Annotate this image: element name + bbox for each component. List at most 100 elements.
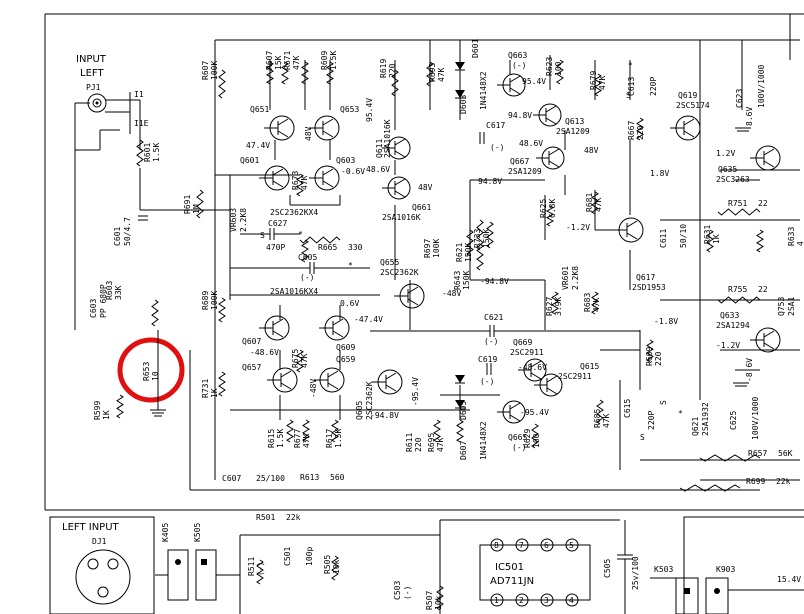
transistor-icon	[536, 146, 565, 170]
diode-part: 1N4148X2	[479, 421, 488, 460]
transistor-icon	[259, 165, 290, 191]
capacitor-value: 50/4.7	[123, 217, 132, 246]
transistor-part: 2SC2911	[558, 372, 592, 381]
pot-value: 2.2K8	[571, 266, 580, 290]
resistor-icon	[756, 229, 764, 253]
resistor-ref: R699	[746, 477, 765, 486]
transistor-label: Q603	[336, 156, 355, 165]
transistor-part: 2SA1294	[716, 321, 750, 330]
resistor-ref: R615	[267, 429, 276, 448]
ic-pin	[565, 538, 579, 552]
capacitor-label: C603	[89, 299, 98, 318]
ic-pin-number: 4	[569, 596, 574, 605]
transistor-label: Q655	[380, 258, 399, 267]
resistor-ref: R599	[93, 401, 102, 420]
capacitor-c605	[230, 262, 370, 274]
capacitor-label: C625	[729, 411, 738, 430]
transistor-part: 2SA1209	[508, 167, 542, 176]
ic-pin	[565, 593, 579, 607]
voltage-label: 48V	[418, 183, 433, 192]
voltage-label: 95.4V	[522, 77, 546, 86]
resistor-ref: R629	[523, 429, 532, 448]
resistor-icon	[476, 219, 484, 251]
transistor-icon	[750, 145, 781, 171]
voltage-label: -1.8V	[654, 317, 678, 326]
transistor-icon	[497, 73, 526, 97]
resistor-value: 47K	[437, 67, 446, 82]
transistor-icon	[259, 315, 290, 341]
resistor-icon	[706, 229, 714, 253]
capacitor-value: 220P	[647, 411, 656, 430]
transistor-label: Q659	[336, 355, 355, 364]
voltage-label: -95.4V	[411, 377, 420, 406]
transistor-label: Q619	[678, 91, 697, 100]
resistor-icon	[551, 291, 559, 315]
resistor-icon	[218, 69, 226, 99]
transistor-label: Q617	[636, 273, 655, 282]
capacitor-value: PP 680P	[99, 284, 108, 318]
resistor-ref: R691	[183, 195, 192, 214]
resistor-value: 47K	[302, 433, 311, 448]
transistor-part: 2SC2362K	[380, 268, 419, 277]
resistor-icon	[556, 59, 564, 85]
transistor-part: 2SD1953	[632, 283, 666, 292]
ic-pin	[490, 538, 504, 552]
capacitor-label: C617	[486, 121, 505, 130]
star-mark: *	[678, 409, 683, 418]
ground-symbol	[733, 382, 749, 387]
transistor-label: Q635	[718, 165, 737, 174]
resistor-ref: R623	[545, 57, 554, 76]
resistor-ref: R643	[453, 271, 462, 290]
transistor-label: Q661	[412, 203, 431, 212]
resistor-value: 47K	[602, 413, 611, 428]
capacitor-label: C607	[222, 474, 241, 483]
resistor-value: 1K	[712, 234, 721, 244]
capacitor-value: 25/100	[256, 474, 285, 483]
resistor-ref: R677	[293, 429, 302, 448]
capacitor-value: 100p	[305, 547, 314, 566]
capacitor-label: C605	[298, 253, 317, 262]
i1e-label: I1E	[134, 119, 149, 128]
resistor-ref: R673	[291, 171, 300, 190]
resistor-ref: R603	[105, 281, 114, 300]
voltage-label: 94.8V	[508, 111, 532, 120]
resistor-ref: R613	[300, 473, 319, 482]
ic-pin-number: 6	[544, 541, 549, 550]
resistor-value: 1.5K	[276, 429, 285, 448]
input-title-line1: INPUT	[76, 54, 107, 65]
transistor-label: Q605	[355, 401, 364, 420]
resistor-ref: R665	[318, 243, 337, 252]
resistor-icon	[426, 61, 434, 87]
star-mark: *	[298, 230, 303, 239]
transistor-icon	[309, 165, 340, 191]
resistor-value: 560	[330, 473, 345, 482]
transistor-label: Q633	[720, 311, 739, 320]
resistor-ref: R633	[787, 227, 796, 246]
capacitor-value: 50/10	[679, 224, 688, 248]
resistor-ref: R693	[428, 63, 437, 82]
resistor-ref: R653	[142, 362, 151, 381]
voltage-label: -95.4V	[520, 408, 549, 417]
capacitor-c617	[479, 132, 485, 144]
transistor-icon	[264, 115, 295, 141]
ic-pin	[515, 593, 529, 607]
transistor-label: Q651	[250, 105, 269, 114]
capacitor-value: 220P	[649, 77, 658, 96]
k503-label: K503	[654, 565, 673, 574]
resistor-icon	[218, 371, 226, 397]
pot-value: 2.2K8	[239, 208, 248, 232]
resistor-ref: R679	[589, 71, 598, 90]
capacitor-label: C627	[268, 219, 287, 228]
resistor-icon	[456, 419, 464, 443]
capacitor-value: (-)	[484, 337, 498, 346]
resistor-icon	[591, 291, 599, 315]
ic-pin	[540, 538, 554, 552]
pj1-label: PJ1	[86, 83, 101, 92]
voltage-label: 95.4V	[365, 98, 374, 122]
resistor-icon	[476, 243, 484, 271]
voltage-label: 8.6V	[745, 107, 754, 126]
resistor-value: 22	[758, 285, 768, 294]
